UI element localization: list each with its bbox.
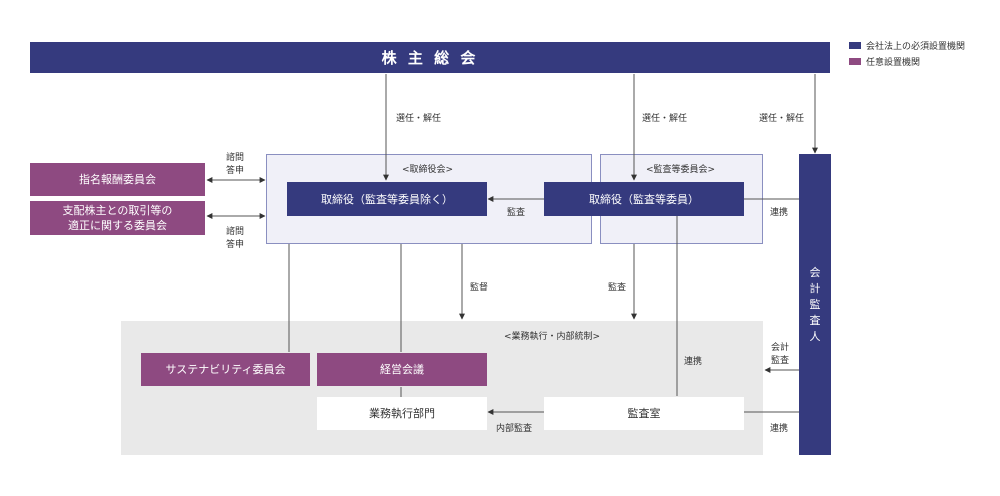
legend-optional-label: 任意設置機関: [866, 58, 921, 68]
audit-office-box: 監査室: [544, 397, 744, 430]
audit-group-label: <監査等委員会>: [646, 165, 716, 175]
edge-label-elect-dismiss-1: 選任・解任: [396, 114, 442, 124]
edge-label-elect-dismiss-2: 選任・解任: [642, 114, 688, 124]
directors-label: 取締役（監査等委員除く）: [321, 192, 453, 206]
edge-label-cooperation-1: 連携: [770, 208, 789, 218]
shareholders-meeting-box: 株 主 総 会: [30, 42, 830, 73]
legend-optional-swatch: [849, 58, 861, 65]
accounting-auditor-char-4: 査: [809, 313, 821, 327]
board-group-label: <取締役会>: [402, 165, 454, 175]
management-meeting-box: 経営会議: [317, 353, 487, 386]
edge-label-accounting-audit-a: 会計: [771, 343, 790, 353]
edge-label-consult-2b: 答申: [226, 240, 245, 250]
legend-statutory-label: 会社法上の必須設置機関: [866, 42, 966, 52]
edge-label-consult-1b: 答申: [226, 166, 245, 176]
shareholders-meeting-label: 株 主 総 会: [381, 49, 479, 67]
accounting-auditor-char-5: 人: [809, 329, 821, 343]
edge-label-audit-board: 監査: [507, 208, 526, 218]
edge-label-cooperation-2: 連携: [684, 357, 703, 367]
legend-statutory-swatch: [849, 42, 861, 49]
edge-label-accounting-audit-b: 監査: [771, 356, 790, 366]
edge-label-consult-2a: 諮問: [226, 227, 245, 237]
sustainability-committee-label: サステナビリティ委員会: [165, 363, 286, 376]
accounting-auditor-char-3: 監: [809, 297, 821, 311]
directors-box: 取締役（監査等委員除く）: [287, 182, 487, 216]
accounting-auditor-box: 会 計 監 査 人: [799, 154, 831, 455]
audit-office-label: 監査室: [627, 407, 661, 420]
edge-label-cooperation-3: 連携: [770, 424, 789, 434]
related-party-committee-label-1: 支配株主との取引等の: [62, 204, 173, 217]
execution-group-label: <業務執行・内部統制>: [504, 332, 601, 342]
edge-label-supervision: 監督: [470, 283, 489, 293]
edge-label-internal-audit: 内部監査: [496, 424, 533, 434]
accounting-auditor-char-2: 計: [809, 281, 821, 295]
nomination-committee-label: 指名報酬委員会: [79, 173, 156, 186]
nomination-committee-box: 指名報酬委員会: [30, 163, 205, 196]
accounting-auditor-char-1: 会: [809, 265, 821, 279]
business-execution-box: 業務執行部門: [317, 397, 487, 430]
audit-directors-label: 取締役（監査等委員）: [589, 192, 699, 206]
audit-directors-box: 取締役（監査等委員）: [544, 182, 744, 216]
management-meeting-label: 経営会議: [380, 363, 424, 376]
sustainability-committee-box: サステナビリティ委員会: [141, 353, 310, 386]
execution-internal-control-panel: [121, 321, 763, 455]
edge-label-elect-dismiss-3: 選任・解任: [759, 114, 805, 124]
edge-label-consult-1a: 諮問: [226, 153, 245, 163]
related-party-committee-box: 支配株主との取引等の 適正に関する委員会: [30, 201, 205, 235]
edge-label-audit-execution: 監査: [608, 283, 627, 293]
related-party-committee-label-2: 適正に関する委員会: [68, 219, 167, 232]
business-execution-label: 業務執行部門: [369, 407, 435, 420]
